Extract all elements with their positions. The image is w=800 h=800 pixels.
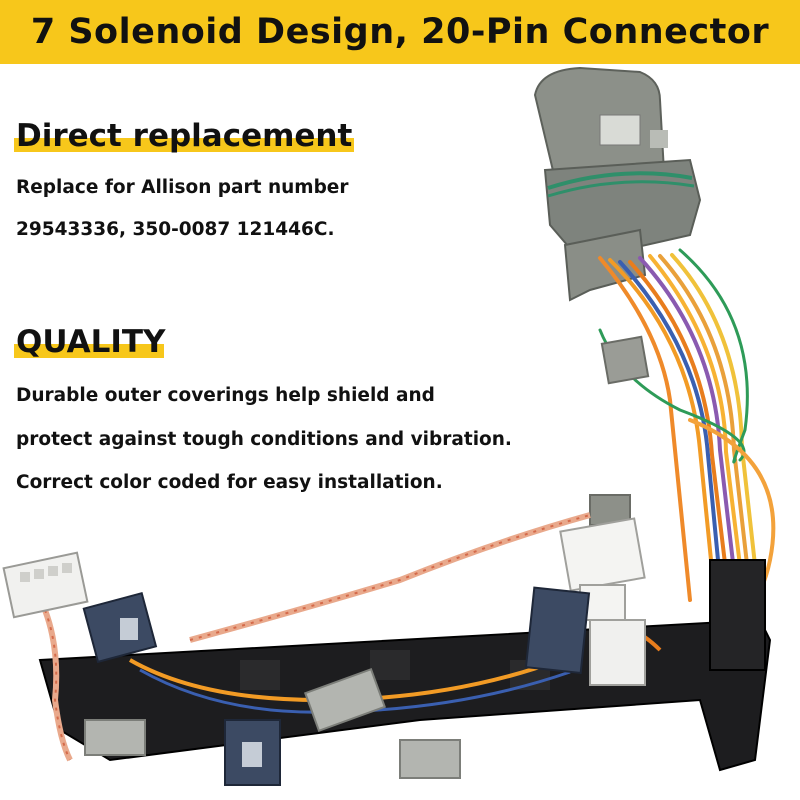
white-connector (589, 619, 646, 686)
section-text-line: Correct color coded for easy installatio… (16, 472, 443, 493)
title-banner: 7 Solenoid Design, 20-Pin Connector (0, 0, 800, 64)
heading-highlight (14, 344, 164, 358)
navy-connector (524, 586, 591, 675)
white-connector (559, 517, 646, 621)
section-text-line: protect against tough conditions and vib… (16, 429, 512, 450)
carrier-rail (38, 559, 772, 772)
wire-bundle (598, 248, 776, 642)
small-connector (589, 335, 650, 526)
round-connector (533, 66, 702, 302)
section-heading-direct-replacement: Direct replacement (16, 118, 353, 154)
grey-connector (84, 719, 146, 756)
section-text-line: Durable outer coverings help shield and (16, 385, 435, 406)
section-text-line: Replace for Allison part number (16, 177, 349, 198)
grey-connector (399, 739, 461, 779)
banner-title: 7 Solenoid Design, 20-Pin Connector (30, 12, 770, 52)
section-heading-quality: QUALITY (16, 324, 166, 360)
navy-connector (224, 719, 281, 786)
white-connector (2, 551, 89, 619)
grey-connector (303, 667, 387, 733)
navy-connector (82, 591, 158, 664)
section-text-line: 29543336, 350-0087 121446C. (16, 219, 335, 240)
solenoid-connectors (2, 517, 646, 786)
heading-highlight (14, 138, 354, 152)
